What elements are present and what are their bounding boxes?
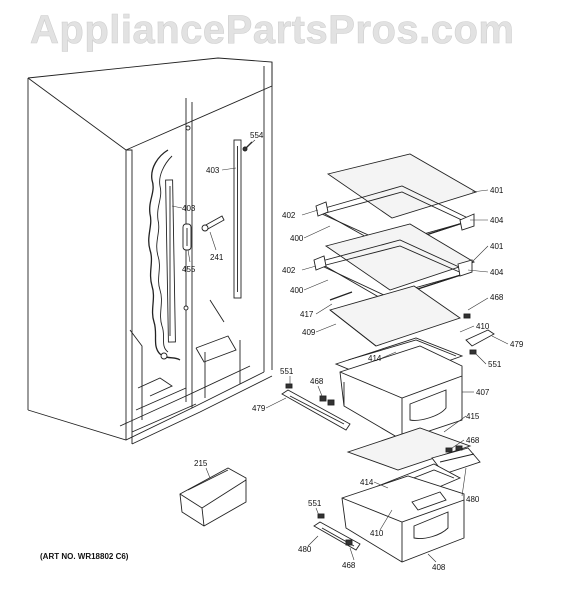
callout-401-middle: 401 — [490, 242, 504, 251]
shelf-ladder-right — [233, 139, 242, 299]
callout-215: 215 — [194, 459, 208, 468]
slide-rail-left-480 — [313, 513, 361, 551]
callout-404-top: 404 — [490, 216, 504, 225]
callout-554: 554 — [250, 131, 264, 140]
bin-215 — [179, 467, 247, 527]
callout-403-right: 403 — [206, 166, 220, 175]
slide-rail-right-479 — [463, 313, 495, 355]
callout-241: 241 — [210, 253, 224, 262]
bracket-455 — [182, 223, 192, 251]
callout-551-lower: 551 — [308, 499, 322, 508]
callout-455: 455 — [182, 265, 196, 274]
shelf-assembly-middle — [313, 223, 476, 301]
shelf-409 — [329, 285, 461, 347]
callout-414-lower: 414 — [360, 478, 374, 487]
callout-401-top: 401 — [490, 186, 504, 195]
slide-rail-left-479 — [281, 383, 351, 431]
callout-479-right: 479 — [510, 340, 524, 349]
shelf-ladder-left — [165, 179, 176, 343]
callout-480-right: 480 — [466, 495, 480, 504]
callout-410-upper: 410 — [476, 322, 490, 331]
callout-labels: 554 403 403 241 455 401 402 404 400 401 … — [182, 131, 524, 572]
callout-408: 408 — [432, 563, 446, 572]
callout-551-left: 551 — [280, 367, 294, 376]
callout-468-right: 468 — [466, 436, 480, 445]
callout-402-middle: 402 — [282, 266, 296, 275]
callout-468-lower: 468 — [342, 561, 356, 570]
shelf-assembly-upper — [315, 153, 478, 249]
cabinet-liner — [27, 57, 273, 445]
callout-468-left: 468 — [310, 377, 324, 386]
callout-407: 407 — [476, 388, 490, 397]
callout-415: 415 — [466, 412, 480, 421]
pin-241 — [201, 215, 225, 232]
callout-468-upper: 468 — [490, 293, 504, 302]
crisper-drawer-407 — [339, 345, 463, 441]
callout-400-top: 400 — [290, 234, 304, 243]
callout-551-right: 551 — [488, 360, 502, 369]
drawer-408 — [341, 475, 465, 563]
watermark-logo: AppliancePartsPros.com — [30, 8, 515, 53]
callout-404-middle: 404 — [490, 268, 504, 277]
callout-409: 409 — [302, 328, 316, 337]
callout-480-left: 480 — [298, 545, 312, 554]
callout-417: 417 — [300, 310, 314, 319]
callout-410-lower: 410 — [370, 529, 384, 538]
glass-cover-415 — [346, 427, 472, 471]
callout-400-middle: 400 — [290, 286, 304, 295]
callout-479-left: 479 — [252, 404, 266, 413]
art-number: (ART NO. WR18802 C6) — [40, 552, 129, 561]
leader-lines — [171, 139, 509, 563]
callout-414-upper: 414 — [368, 354, 382, 363]
callout-403-left: 403 — [182, 204, 196, 213]
callout-402-top: 402 — [282, 211, 296, 220]
